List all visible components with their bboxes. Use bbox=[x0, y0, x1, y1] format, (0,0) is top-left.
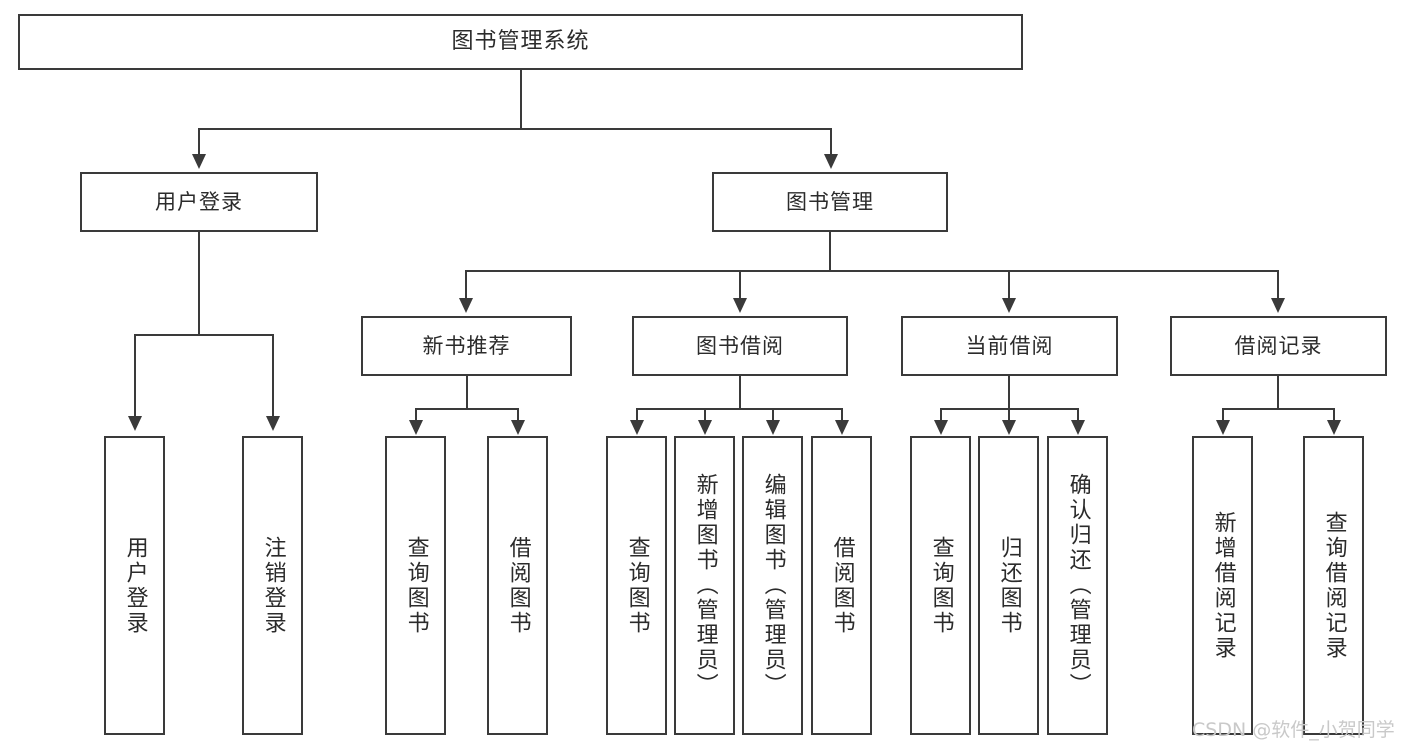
connector-to-borrow-records bbox=[1277, 270, 1279, 300]
leaf-query-borrow-record[interactable]: 查询借阅记录 bbox=[1303, 436, 1364, 735]
arrowhead-to-leaf-8 bbox=[835, 420, 849, 435]
node-label: 新书推荐 bbox=[422, 333, 511, 358]
node-user-login[interactable]: 用户登录 bbox=[80, 172, 318, 232]
leaf-add-book-admin[interactable]: 新增图书（管理员） bbox=[674, 436, 735, 735]
connector-to-user-login bbox=[198, 128, 200, 156]
node-label: 新增图书（管理员） bbox=[692, 473, 718, 698]
connector-to-leaf-7 bbox=[772, 408, 774, 422]
node-book-management[interactable]: 图书管理 bbox=[712, 172, 948, 232]
connector-to-leaf-2 bbox=[272, 334, 274, 418]
connector-to-leaf-4 bbox=[517, 408, 519, 422]
connector-to-leaf-6 bbox=[704, 408, 706, 422]
connector-to-leaf-1 bbox=[134, 334, 136, 418]
node-current-borrow[interactable]: 当前借阅 bbox=[901, 316, 1118, 376]
connector-to-book-borrow bbox=[739, 270, 741, 300]
connector-to-leaf-13 bbox=[1333, 408, 1335, 422]
node-root-system[interactable]: 图书管理系统 bbox=[18, 14, 1023, 70]
leaf-add-borrow-record[interactable]: 新增借阅记录 bbox=[1192, 436, 1253, 735]
connector-to-leaf-12 bbox=[1222, 408, 1224, 422]
connector-to-leaf-3 bbox=[415, 408, 417, 422]
arrowhead-to-leaf-1 bbox=[128, 416, 142, 431]
connector-new-books-stem bbox=[466, 376, 468, 408]
arrowhead-to-leaf-10 bbox=[1002, 420, 1016, 435]
leaf-borrow-books-recommend[interactable]: 借阅图书 bbox=[487, 436, 548, 735]
node-label: 用户登录 bbox=[122, 535, 148, 636]
connector-new-books-bar bbox=[415, 408, 518, 410]
node-label: 用户登录 bbox=[155, 189, 243, 214]
node-label: 借阅记录 bbox=[1234, 333, 1323, 358]
connector-book-borrow-bar bbox=[636, 408, 843, 410]
arrowhead-to-leaf-5 bbox=[630, 420, 644, 435]
leaf-query-books-borrow[interactable]: 查询图书 bbox=[606, 436, 667, 735]
node-label: 图书借阅 bbox=[696, 333, 784, 358]
connector-to-leaf-10 bbox=[1008, 408, 1010, 422]
connector-to-leaf-11 bbox=[1077, 408, 1079, 422]
node-label: 注销登录 bbox=[260, 535, 286, 636]
node-label: 当前借阅 bbox=[965, 333, 1054, 358]
arrowhead-to-leaf-13 bbox=[1327, 420, 1341, 435]
connector-root-bar bbox=[198, 128, 832, 130]
arrowhead-to-user-login bbox=[192, 154, 206, 169]
arrowhead-to-leaf-4 bbox=[511, 420, 525, 435]
connector-book-borrow-stem bbox=[739, 376, 741, 408]
leaf-logout[interactable]: 注销登录 bbox=[242, 436, 303, 735]
arrowhead-to-book-mgmt bbox=[824, 154, 838, 169]
node-label: 查询借阅记录 bbox=[1321, 510, 1347, 661]
arrowhead-to-current-borrow bbox=[1002, 298, 1016, 313]
arrowhead-to-leaf-11 bbox=[1071, 420, 1085, 435]
leaf-edit-book-admin[interactable]: 编辑图书（管理员） bbox=[742, 436, 803, 735]
node-label: 新增借阅记录 bbox=[1210, 510, 1236, 661]
connector-root-stem bbox=[520, 70, 522, 128]
node-label: 查询图书 bbox=[624, 535, 650, 636]
node-label: 查询图书 bbox=[928, 535, 954, 636]
leaf-user-login[interactable]: 用户登录 bbox=[104, 436, 165, 735]
connector-user-login-stem bbox=[198, 232, 200, 334]
node-label: 查询图书 bbox=[403, 535, 429, 636]
connector-to-book-mgmt bbox=[830, 128, 832, 156]
connector-borrow-records-stem bbox=[1277, 376, 1279, 408]
arrowhead-to-borrow-records bbox=[1271, 298, 1285, 313]
connector-current-borrow-stem bbox=[1008, 376, 1010, 408]
arrowhead-to-leaf-9 bbox=[934, 420, 948, 435]
connector-to-leaf-5 bbox=[636, 408, 638, 422]
arrowhead-to-leaf-12 bbox=[1216, 420, 1230, 435]
leaf-confirm-return-admin[interactable]: 确认归还（管理员） bbox=[1047, 436, 1108, 735]
arrowhead-to-leaf-2 bbox=[266, 416, 280, 431]
connector-borrow-records-bar bbox=[1222, 408, 1334, 410]
node-book-borrow[interactable]: 图书借阅 bbox=[632, 316, 848, 376]
leaf-borrow-books[interactable]: 借阅图书 bbox=[811, 436, 872, 735]
arrowhead-to-leaf-6 bbox=[698, 420, 712, 435]
node-borrow-records[interactable]: 借阅记录 bbox=[1170, 316, 1387, 376]
connector-to-current-borrow bbox=[1008, 270, 1010, 300]
node-label: 确认归还（管理员） bbox=[1065, 473, 1091, 698]
connector-user-login-bar bbox=[134, 334, 274, 336]
arrowhead-to-new-books bbox=[459, 298, 473, 313]
node-label: 借阅图书 bbox=[505, 535, 531, 636]
node-label: 归还图书 bbox=[996, 535, 1022, 636]
watermark-csdn: CSDN @软件_小贺同学 bbox=[1192, 719, 1395, 741]
leaf-return-books[interactable]: 归还图书 bbox=[978, 436, 1039, 735]
connector-to-new-books bbox=[465, 270, 467, 300]
connector-book-mgmt-stem bbox=[829, 232, 831, 270]
leaf-query-books-current[interactable]: 查询图书 bbox=[910, 436, 971, 735]
connector-to-leaf-8 bbox=[841, 408, 843, 422]
arrowhead-to-book-borrow bbox=[733, 298, 747, 313]
connector-to-leaf-9 bbox=[940, 408, 942, 422]
node-label: 图书管理系统 bbox=[451, 29, 590, 55]
node-label: 借阅图书 bbox=[829, 535, 855, 636]
connector-book-mgmt-bar bbox=[465, 270, 1279, 272]
arrowhead-to-leaf-7 bbox=[766, 420, 780, 435]
arrowhead-to-leaf-3 bbox=[409, 420, 423, 435]
node-label: 图书管理 bbox=[786, 189, 874, 214]
node-label: 编辑图书（管理员） bbox=[760, 473, 786, 698]
node-new-book-recommend[interactable]: 新书推荐 bbox=[361, 316, 572, 376]
leaf-query-books-recommend[interactable]: 查询图书 bbox=[385, 436, 446, 735]
